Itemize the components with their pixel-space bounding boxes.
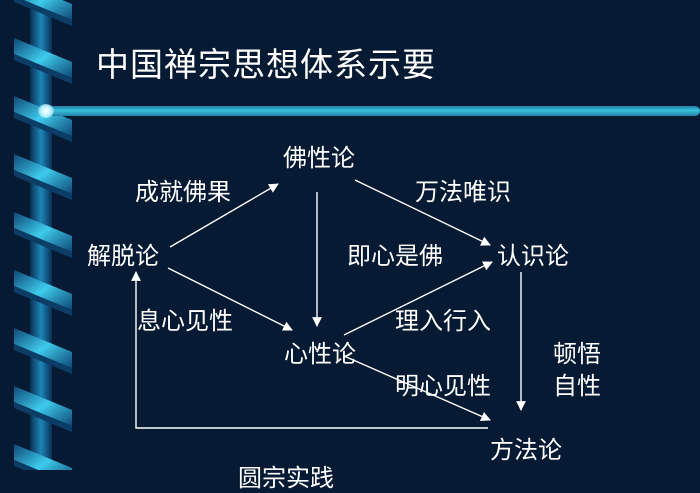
label-method-mind-only: 万法唯识: [415, 178, 511, 206]
decorative-ribbon: [14, 0, 72, 470]
label-sudden-awakening-1: 顿悟: [553, 340, 601, 368]
node-buddha-nature: 佛性论: [283, 144, 355, 172]
arrow-liberation-to-buddha: [169, 183, 279, 248]
node-method: 方法论: [490, 436, 562, 464]
label-attain-buddhahood: 成就佛果: [135, 178, 231, 206]
arrow-method-to-liberation: [131, 271, 488, 429]
label-cease-mind-see-nature: 息心见性: [137, 307, 233, 335]
slide-title: 中国禅宗思想体系示要: [96, 45, 436, 84]
arrow-mind-to-epistemology: [343, 261, 493, 336]
node-epistemology: 认识论: [497, 242, 569, 270]
node-liberation: 解脱论: [87, 242, 159, 270]
arrow-liberation-to-mind: [167, 267, 293, 331]
arrow-buddha-to-epistemology: [354, 179, 491, 246]
node-mind-nature: 心性论: [284, 340, 356, 368]
label-mind-is-buddha: 即心是佛: [347, 242, 443, 270]
underline-glow: [38, 104, 54, 118]
diagram-arrows: [131, 179, 526, 429]
label-clear-mind-see-nature: 明心见性: [395, 372, 491, 400]
arrow-mind-to-method: [343, 355, 491, 421]
label-sudden-awakening-2: 自性: [553, 372, 601, 400]
label-principle-practice-entry: 理入行入: [395, 307, 491, 335]
node-practice: 圆宗实践: [238, 464, 334, 492]
title-underline: [44, 106, 700, 116]
